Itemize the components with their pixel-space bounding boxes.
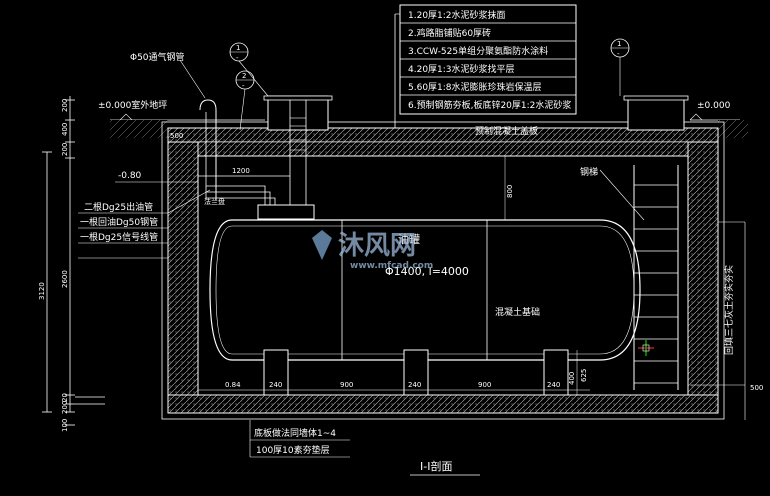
dim-240-b: 240 <box>408 381 421 389</box>
section-tag-1-top: 1 <box>236 44 240 52</box>
saddle-supports <box>263 349 569 396</box>
pipe-label-1: 二根Dg25出油管 <box>84 201 153 213</box>
note-2: 2.鸡路脂铺贴60厚砖 <box>408 27 491 39</box>
dim-240-a: 240 <box>269 381 282 389</box>
dim-625: 625 <box>580 369 588 382</box>
floor-note-1: 底板做法同墙体1~4 <box>254 427 336 439</box>
right-manhole <box>623 95 689 131</box>
section-tag-2-bot: - <box>242 82 245 90</box>
dim-900-b: 900 <box>478 381 491 389</box>
watermark: 沐风网 www.mfcad.com <box>312 230 433 271</box>
cursor-marker <box>638 340 654 356</box>
depth-label: -0.80 <box>118 171 142 181</box>
note-5: 5.60厚1:8水泥膨胀珍珠岩保温层 <box>408 81 542 93</box>
section-title: Ⅰ-Ⅰ剖面 <box>420 459 452 473</box>
section-tag-3-top: 1 <box>617 40 621 48</box>
dim-200-bot: 200 <box>61 401 69 414</box>
dim-3120: 3120 <box>38 282 46 300</box>
backfill-label: 回填三七灰土夯实夯实 <box>723 265 735 355</box>
oil-tank <box>209 219 641 361</box>
inner-dimension-lines <box>198 156 746 420</box>
pipe-label-2: 一根回油Dg50钢管 <box>80 216 158 228</box>
pipe-label-3: 一根Dg25信号线管 <box>80 231 158 243</box>
dim-500-right: 500 <box>750 384 763 392</box>
dim-400: 400 <box>61 123 69 136</box>
dim-800: 800 <box>506 185 514 198</box>
tank-size: Φ1400, l=4000 <box>385 265 469 278</box>
pipe-leaders <box>78 181 480 476</box>
note-4: 4.20厚1:3水泥砂浆找平层 <box>408 63 515 75</box>
ladder-label: 钢梯 <box>580 166 598 178</box>
left-manhole <box>263 95 333 205</box>
section-tags <box>229 38 630 131</box>
watermark-url: www.mfcad.com <box>350 261 433 271</box>
ground-lines <box>110 113 748 138</box>
ground-level-left: ±0.000室外地坪 <box>98 99 167 111</box>
note-3: 3.CCW-525单组分聚氨酯防水涂料 <box>408 45 548 57</box>
dim-900-a: 900 <box>340 381 353 389</box>
steel-ladder <box>599 165 679 390</box>
vent-pipe <box>179 59 217 200</box>
dim-1200: 1200 <box>232 167 250 175</box>
note-1: 1.20厚1:2水泥砂浆抹面 <box>408 9 506 21</box>
vent-pipe-label: Φ50通气钢管 <box>130 51 185 63</box>
floor-note-2: 100厚10素夯垫层 <box>256 444 330 456</box>
saddle-label: 混凝土基础 <box>495 306 540 318</box>
tank-name: 油罐 <box>398 232 420 246</box>
note-6: 6.预制钢筋夯板,板底锌20厚1:2水泥砂浆 <box>408 99 571 111</box>
left-dimension-lines <box>42 96 105 426</box>
dim-20a: 20 <box>61 393 69 402</box>
dim-400-b: 400 <box>568 372 576 385</box>
dim-200-mid: 200 <box>61 143 69 156</box>
material-notes-box: 1.20厚1:2水泥砂浆抹面 2.鸡路脂铺贴60厚砖 3.CCW-525单组分聚… <box>394 4 577 130</box>
dim-100: 100 <box>61 419 69 432</box>
section-tag-3-bot: - <box>617 50 620 58</box>
watermark-brand: 沐风网 <box>338 231 416 261</box>
dim-2600: 2600 <box>61 270 69 288</box>
flange-label: 法兰盘 <box>204 197 225 206</box>
ground-level-right: ±0.000 <box>697 101 731 111</box>
section-tag-1-bot: - <box>236 54 239 62</box>
cover-slab-label: 预制混凝土盖板 <box>475 125 538 137</box>
dim-0-84: 0.84 <box>225 381 241 389</box>
dim-500-left: 500 <box>170 132 183 140</box>
dim-200-top: 200 <box>61 99 69 112</box>
dim-240-c: 240 <box>547 381 560 389</box>
section-tag-2-top: 2 <box>242 72 246 80</box>
